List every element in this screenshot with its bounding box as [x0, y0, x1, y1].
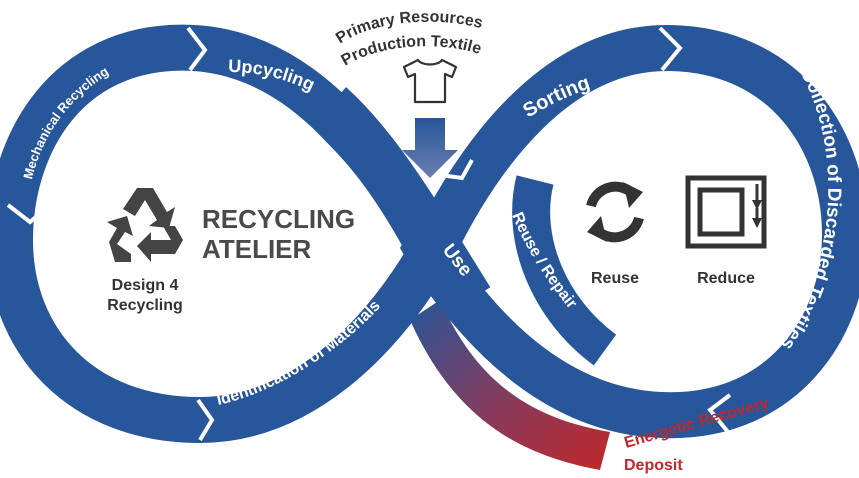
logo-line2: ATELIER — [202, 234, 312, 264]
left-loop-band — [0, 24, 457, 444]
use-cross-band — [313, 87, 491, 313]
right-loop-band — [403, 24, 859, 439]
segment-separators — [6, 26, 732, 442]
reuse-arrows-icon — [586, 181, 644, 243]
recycle-icon — [107, 188, 183, 262]
reuse-repair-band — [512, 175, 617, 366]
design-line1: Design 4 — [112, 277, 179, 294]
reuse-label: Reuse — [591, 270, 639, 287]
deposit-label: Deposit — [624, 457, 683, 474]
reduce-label: Reduce — [697, 270, 755, 287]
energetic-recovery-flow — [410, 300, 610, 470]
left-loop-inner-edge — [43, 80, 402, 387]
tshirt-icon — [402, 58, 458, 104]
logo-line1: RECYCLING — [202, 204, 355, 234]
design-line2: Recycling — [107, 297, 183, 314]
reduce-box-icon — [685, 175, 767, 249]
primary-flow-arrow — [402, 118, 458, 178]
